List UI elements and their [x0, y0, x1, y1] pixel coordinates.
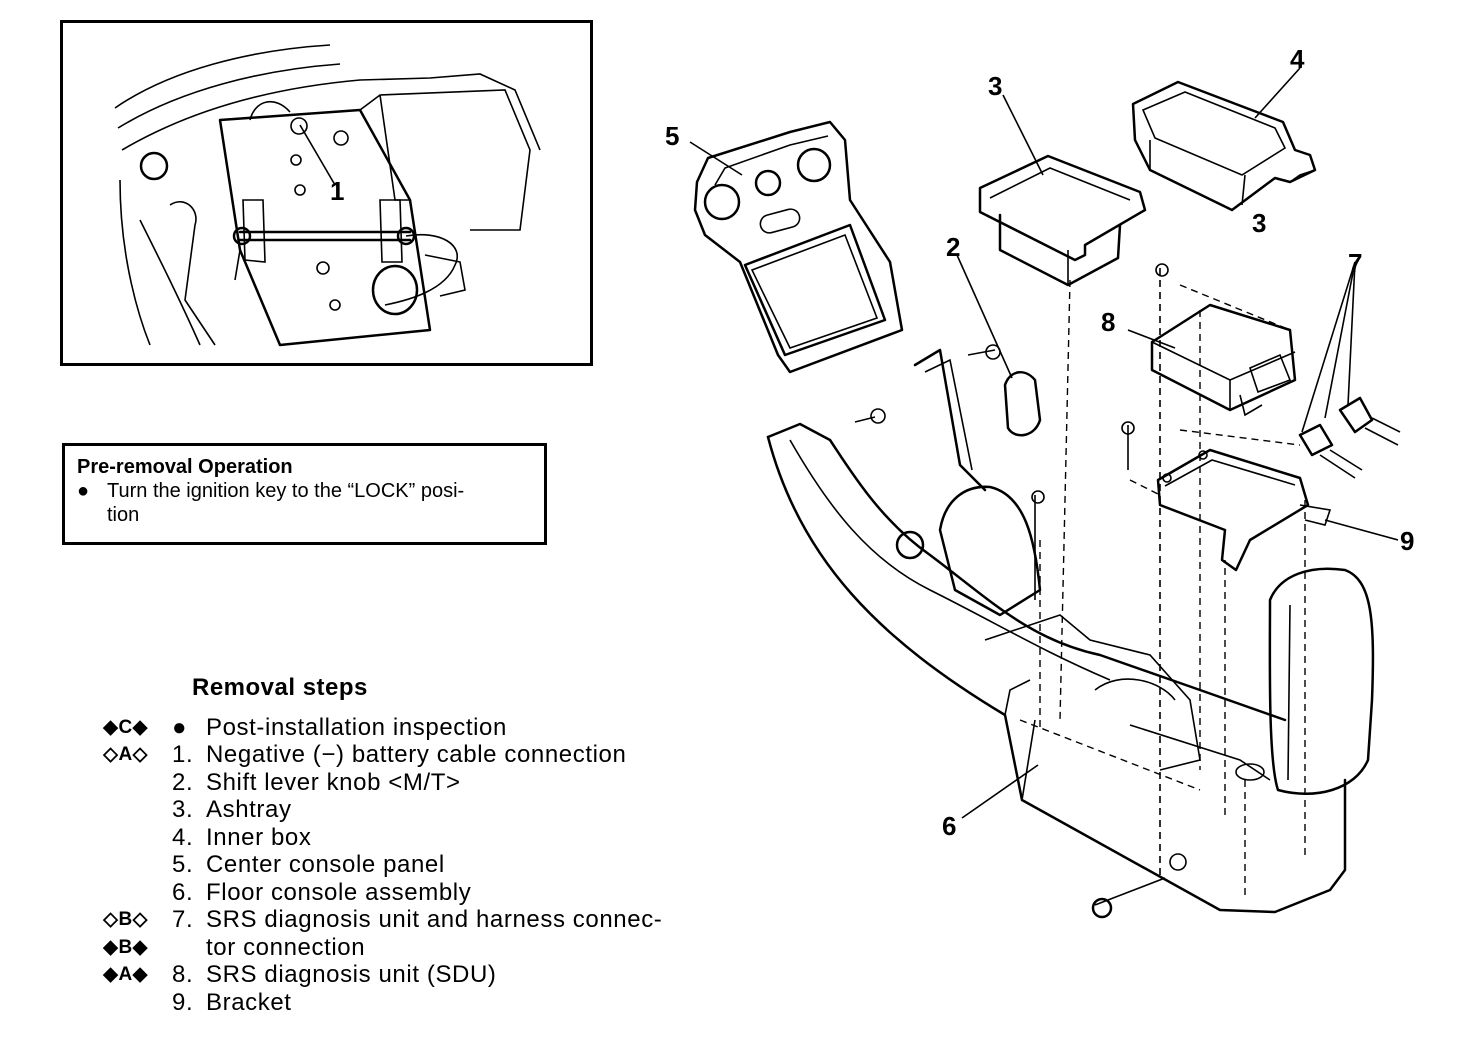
- callout-6: 6: [942, 811, 956, 841]
- step-mark: ◇B◇ ◆B◆: [103, 909, 148, 958]
- step-row: ◆A◆ 8. SRS diagnosis unit (SDU): [60, 961, 760, 989]
- step-text: SRS diagnosis unit (SDU): [206, 961, 497, 988]
- shift-lever-knob: [854, 344, 1042, 492]
- step-row: 6. Floor console assembly: [60, 879, 760, 907]
- step-mark: [60, 879, 172, 907]
- step-mark: [60, 851, 172, 879]
- inset-callout-1: 1: [330, 176, 344, 206]
- step-row: 3. Ashtray: [60, 796, 760, 824]
- ashtray: [978, 154, 1147, 287]
- battery-illustration: 1: [114, 44, 541, 347]
- step-number: 7.: [172, 906, 194, 933]
- step-number: ●: [172, 713, 188, 741]
- inner-box: [1131, 80, 1317, 212]
- step-mark: ◇A◇: [103, 744, 148, 765]
- srs-diagnosis-unit: [1150, 263, 1297, 880]
- pre-removal-text: Turn the ignition key to the “LOCK” posi…: [107, 480, 465, 526]
- step-number: 4.: [172, 823, 194, 851]
- step-row: 5. Center console panel: [60, 851, 760, 879]
- removal-steps-heading: Removal steps: [192, 674, 368, 701]
- step-number: 5.: [172, 851, 194, 878]
- bracket: [1156, 448, 1332, 572]
- step-number: 6.: [172, 878, 194, 906]
- pre-removal-title: Pre-removal Operation: [77, 456, 293, 478]
- step-number: 8.: [172, 961, 194, 988]
- callout-7: 7: [1348, 248, 1362, 278]
- step-number: 3.: [172, 796, 194, 823]
- step-text: Post-installation inspection: [206, 713, 507, 741]
- step-mark: [60, 824, 172, 852]
- step-text: Negative (−) battery cable connection: [206, 741, 627, 768]
- step-text: Shift lever knob <M/T>: [206, 768, 461, 796]
- step-number: 1.: [172, 741, 194, 768]
- callout-8: 8: [1101, 307, 1115, 337]
- step-row: ◆C◆ ● Post-installation inspection: [60, 714, 760, 742]
- step-mark: [60, 796, 172, 824]
- step-mark: ◆C◆: [103, 716, 148, 738]
- harness-connectors: [1031, 396, 1401, 600]
- step-mark: [60, 769, 172, 797]
- callout-9: 9: [1400, 526, 1414, 556]
- bullet-icon: ●: [77, 480, 90, 502]
- battery-inset-frame: [60, 20, 593, 366]
- step-number: 2.: [172, 768, 194, 796]
- step-row: 4. Inner box: [60, 824, 760, 852]
- callout-3-inner-box: 3: [1252, 208, 1266, 238]
- removal-steps: Removal steps ◆C◆ ● Post-installation in…: [60, 674, 760, 1016]
- step-row: ◇A◇ 1. Negative (−) battery cable connec…: [60, 741, 760, 769]
- callout-3-ashtray: 3: [988, 71, 1002, 101]
- callout-4: 4: [1290, 44, 1305, 74]
- floor-console-assembly: [766, 422, 1375, 919]
- callout-2: 2: [946, 232, 960, 262]
- step-mark: ◆A◆: [103, 964, 148, 985]
- alignment-lines: [1019, 279, 1306, 900]
- pre-removal-box: Pre-removal Operation ● Turn the ignitio…: [62, 443, 547, 545]
- step-text: Bracket: [206, 988, 292, 1016]
- center-console-panel: [693, 120, 904, 374]
- callout-5: 5: [665, 121, 679, 151]
- step-text: SRS diagnosis unit and harness connec- t…: [206, 906, 663, 961]
- pre-removal-item: ● Turn the ignition key to the “LOCK” po…: [77, 479, 532, 527]
- step-text: Inner box: [206, 823, 312, 851]
- step-row: 9. Bracket: [60, 989, 760, 1017]
- step-mark: [60, 989, 172, 1017]
- step-row: ◇B◇ ◆B◆ 7. SRS diagnosis unit and harnes…: [60, 906, 760, 961]
- step-row: 2. Shift lever knob <M/T>: [60, 769, 760, 797]
- leader-lines: [689, 67, 1399, 819]
- step-number: 9.: [172, 988, 194, 1016]
- step-text: Floor console assembly: [206, 878, 472, 906]
- step-text: Ashtray: [206, 796, 292, 823]
- step-text: Center console panel: [206, 851, 445, 878]
